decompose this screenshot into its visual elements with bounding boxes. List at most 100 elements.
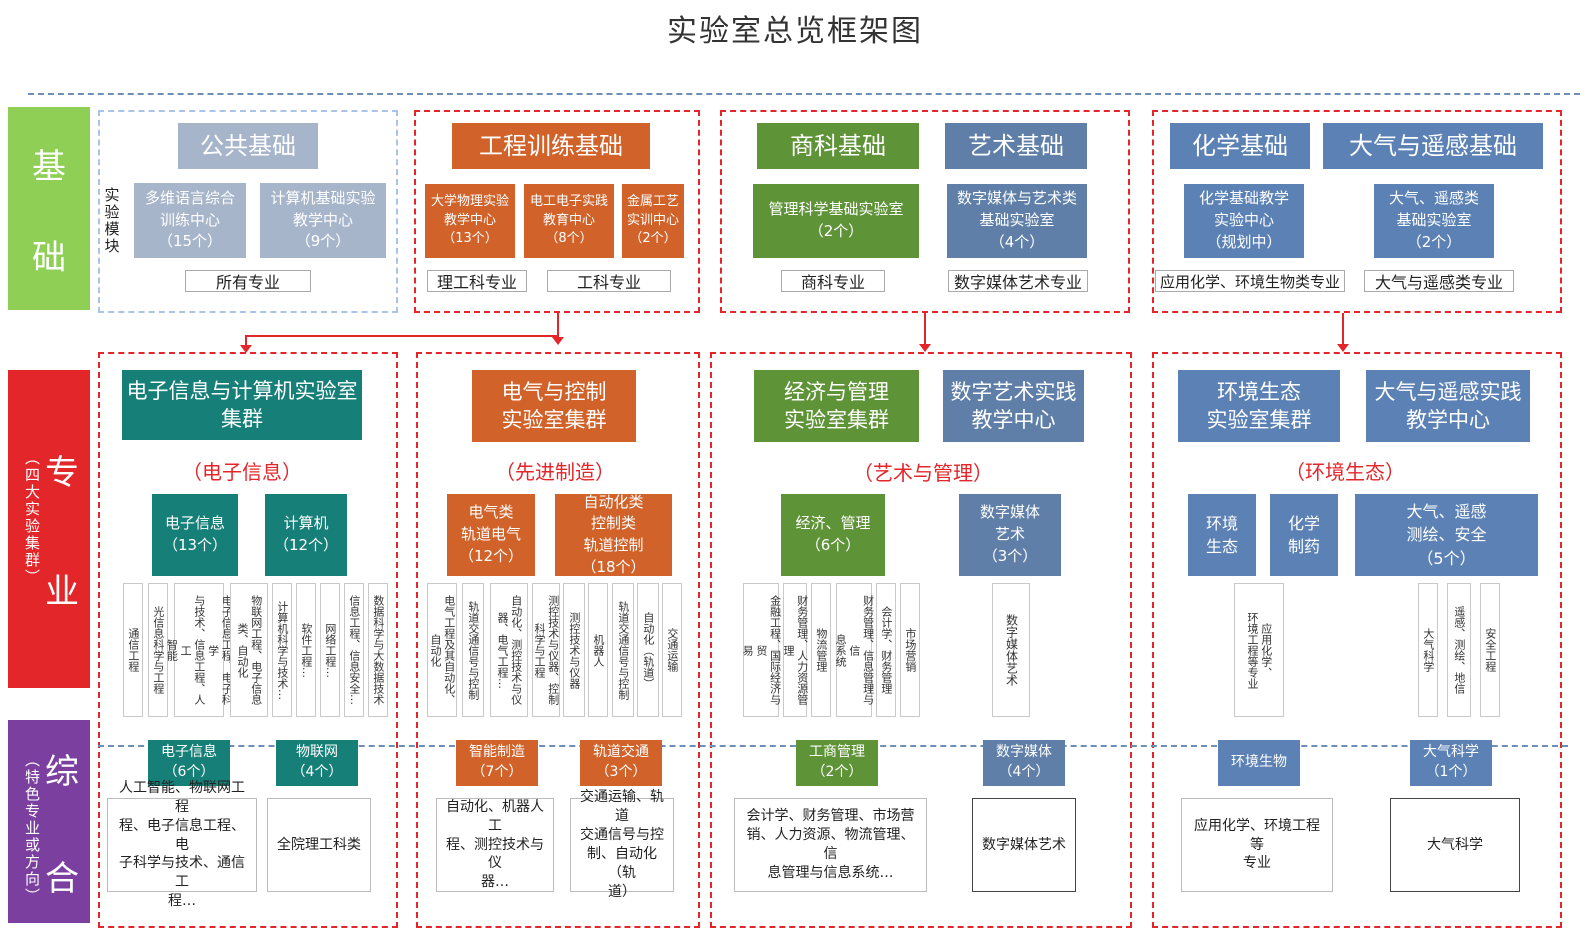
base-public-tag: 所有专业 [185, 270, 311, 292]
c4-comp-envbio-desc: 应用化学、环境工程等 专业 [1181, 798, 1333, 892]
base-chem-atmo-frame [1152, 110, 1562, 313]
connector-eng-down [557, 313, 559, 337]
c3-comp-media-title: 数字媒体 （4个） [983, 740, 1065, 786]
c4-comp-envbio-title: 环境生物 [1218, 740, 1300, 786]
base-public-frame [98, 110, 398, 313]
c1-major-software: 软件工程… [296, 583, 316, 717]
page-title: 实验室总览框架图 [667, 14, 923, 49]
cluster-1-sub-electronics: 电子信息 （13个） [152, 494, 238, 576]
base-chem-tag: 应用化学、环境生物类专业 [1155, 270, 1345, 292]
base-chem-title: 化学基础 [1170, 123, 1310, 169]
base-biz-tag: 商科专业 [781, 270, 885, 292]
cluster-1-title: 电子信息与计算机实验室 集群 [122, 370, 362, 440]
base-eng-lab-physics: 大学物理实验 教学中心 （13个） [425, 184, 515, 258]
base-chem-lab: 化学基础教学 实验中心 （规划中） [1184, 184, 1304, 258]
cluster-2-frame [416, 352, 700, 928]
c1-comp-iot-title: 物联网 （4个） [276, 740, 358, 786]
c2-major-ee-auto: 电气工程及其自动化、 自动化 [427, 583, 457, 717]
side-base-char-2: 础 [32, 237, 66, 278]
c2-major-mc-control: 测控技术与仪器、控制 科学与工程 [532, 583, 560, 717]
cluster-1-frame [98, 352, 398, 928]
cluster-3-title-art: 数字艺术实践 教学中心 [943, 370, 1084, 442]
connector-to-c3 [924, 313, 926, 345]
c4-major-safety: 安全工程 [1480, 583, 1500, 717]
side-label-major: 专 业 （四大实验集群） [8, 370, 90, 688]
arrowhead-c3 [919, 344, 931, 352]
c2-major-robot: 机器人 [588, 583, 608, 717]
top-divider [28, 93, 1580, 95]
arrowhead-c4 [1337, 344, 1349, 352]
cluster-2-title: 电气与控制 实验室集群 [472, 370, 636, 442]
side-comp-char-2: 合 [45, 858, 79, 899]
base-eng-lab-electrical: 电工电子实践 教育中心 （8个） [524, 184, 614, 258]
cluster-3-sub-econ: 经济、管理 （6个） [781, 494, 885, 576]
base-atmo-lab: 大气、遥感类 基础实验室 （2个） [1374, 184, 1494, 258]
arrowhead-c2 [552, 337, 564, 345]
c4-major-env: 应用化学、 环境工程等专业 [1234, 583, 1284, 717]
c4-major-remote: 遥感、测绘、地信 [1447, 583, 1471, 717]
c3-comp-business-title: 工商管理 （2个） [796, 740, 878, 786]
c1-comp-iot-desc: 全院理工科类 [267, 798, 371, 892]
c2-major-auto-rail: 自动化（轨道） [637, 583, 659, 717]
c3-major-logistics: 物流管理 [811, 583, 831, 717]
c1-major-network: 网络工程… [320, 583, 340, 717]
c4-comp-atmo-title: 大气科学 （1个） [1410, 740, 1492, 786]
connector-eng-horizontal [245, 335, 559, 337]
c2-comp-rail-desc: 交通运输、轨道 交通信号与控 制、自动化（轨 道） [570, 789, 674, 900]
base-art-tag: 数字媒体艺术专业 [948, 270, 1088, 292]
cluster-4-sub-env: 环境 生态 [1188, 494, 1256, 576]
connector-to-c4 [1342, 313, 1344, 345]
side-major-char-1: 专 [45, 453, 79, 493]
c3-major-finance: 金融工程、国际经济与贸 易 [741, 583, 782, 717]
c3-major-marketing: 市场营销 [900, 583, 920, 717]
c2-major-transport: 交通运输 [662, 583, 682, 717]
cluster-3-sub-media: 数字媒体 艺术 （3个） [959, 494, 1061, 576]
base-biz-title: 商科基础 [757, 123, 919, 169]
base-eng-lab-metal: 金属工艺 实训中心 （2个） [622, 184, 684, 258]
base-eng-tag-science: 理工科专业 [427, 270, 527, 292]
base-public-lab-computer: 计算机基础实验 教学中心 （9个） [260, 183, 386, 258]
base-eng-frame [414, 110, 700, 313]
side-label-base: 基 础 [8, 107, 90, 310]
base-biz-art-frame [720, 110, 1130, 313]
c3-major-infosys: 财务管理、信息管理与信 息系统 [834, 583, 875, 717]
c1-major-iot: 物联网工程、电子信息 类、自动化 [230, 583, 268, 717]
base-public-title: 公共基础 [178, 123, 318, 169]
c1-major-cs: 计算机科学与技术… [272, 583, 292, 717]
base-atmo-tag: 大气与遥感类专业 [1364, 270, 1514, 292]
c1-major-datasci: 数据科学与大数据技术 [368, 583, 388, 717]
c1-major-comm: 通信工程 [123, 583, 143, 717]
cluster-4-title-atmo: 大气与遥感实践 教学中心 [1366, 370, 1530, 442]
side-comp-char-1: 综 [45, 751, 79, 792]
base-public-lab-language: 多维语言综合 训练中心 （15个） [134, 183, 246, 258]
cluster-3-frame [710, 352, 1132, 928]
c1-major-ee: 电子信息工程、电子科学 与技术、信息工程、人工 智能 [165, 583, 233, 717]
base-art-title: 艺术基础 [945, 123, 1087, 169]
c2-comp-rail-title: 轨道交通 （3个） [580, 740, 662, 786]
cluster-3-title: 经济与管理 实验室集群 [754, 370, 919, 442]
cluster-2-sub-electrical: 电气类 轨道电气 （12个） [447, 494, 535, 576]
side-comp-subtitle: （特色专业或方向） [23, 752, 41, 905]
cluster-1-sub-computer: 计算机 （12个） [265, 494, 347, 576]
cluster-4-sub-pharma: 化学 制药 [1270, 494, 1338, 576]
base-atmo-title: 大气与遥感基础 [1323, 123, 1543, 169]
c3-comp-media-desc: 数字媒体艺术 [972, 798, 1076, 892]
c3-major-media-art: 数字媒体艺术 [992, 583, 1030, 717]
cluster-4-frame [1152, 352, 1562, 928]
cluster-4-title: 环境生态 实验室集群 [1178, 370, 1340, 442]
c1-comp-electronics-title: 电子信息 （6个） [148, 740, 230, 786]
base-biz-lab: 管理科学基础实验室 （2个） [753, 184, 919, 258]
exp-module-label: 实验模块 [102, 187, 121, 255]
c3-major-hr: 财务管理、人力资源管理 [782, 583, 809, 717]
cluster-1-group: （电子信息） [182, 459, 302, 484]
c1-major-security: 信息工程、信息安全… [344, 583, 364, 717]
cluster-4-sub-atmo: 大气、遥感 测绘、安全 （5个） [1355, 494, 1538, 576]
c3-comp-business-desc: 会计学、财务管理、市场营 销、人力资源、物流管理、信 息管理与信息系统… [734, 798, 927, 892]
cluster-2-group: （先进制造） [495, 459, 615, 484]
c3-major-accounting: 会计学、财务管理 [876, 583, 896, 717]
base-art-lab: 数字媒体与艺术类 基础实验室 （4个） [947, 184, 1087, 258]
c4-major-atmo-sci: 大气科学 [1418, 583, 1438, 717]
c2-comp-smart-mfg-desc: 自动化、机器人工 程、测控技术与仪 器… [436, 798, 554, 892]
side-major-subtitle: （四大实验集群） [23, 450, 41, 586]
c2-major-rail-control: 轨道交通信号与控制 [612, 583, 634, 717]
